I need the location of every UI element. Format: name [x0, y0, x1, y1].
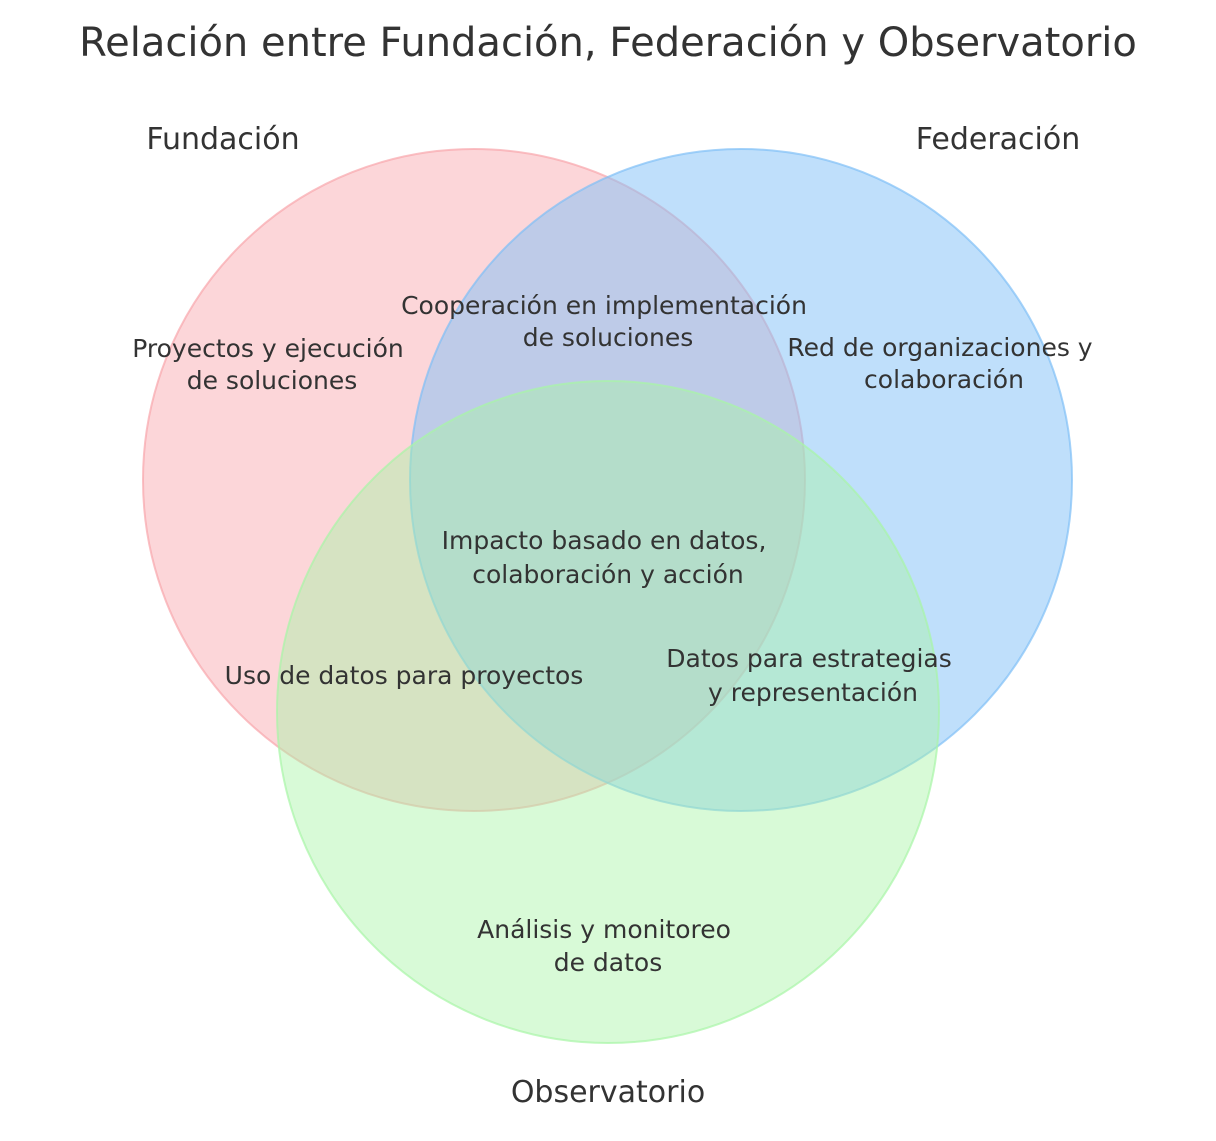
- region-federacion-only-line1: Red de organizaciones y: [787, 333, 1092, 362]
- region-fundacion-only: Proyectos y ejecución de soluciones: [132, 334, 411, 395]
- fundacion-label: Fundación: [146, 122, 299, 157]
- region-all-three: Impacto basado en datos, colaboración y …: [442, 526, 775, 589]
- region-all-three-line1: Impacto basado en datos,: [442, 526, 767, 555]
- region-fundacion-federacion: Cooperación en implementación de solucio…: [401, 291, 815, 352]
- region-observatorio-only-line1: Análisis y monitoreo: [477, 915, 731, 944]
- observatorio-label: Observatorio: [511, 1075, 705, 1110]
- federacion-circle: [409, 148, 1073, 812]
- region-observatorio-only-line2: de datos: [554, 948, 663, 977]
- region-fundacion-only-line1: Proyectos y ejecución: [132, 334, 404, 363]
- region-federacion-observatorio-line1: Datos para estrategias: [666, 644, 952, 673]
- diagram-title: Relación entre Fundación, Federación y O…: [79, 20, 1137, 66]
- region-fundacion-observatorio: Uso de datos para proyectos: [225, 661, 584, 690]
- region-fundacion-only-line2: de soluciones: [187, 366, 358, 395]
- region-federacion-observatorio-line2: y representación: [708, 678, 918, 707]
- region-observatorio-only: Análisis y monitoreo de datos: [477, 915, 739, 977]
- region-fundacion-federacion-line1: Cooperación en implementación: [401, 291, 807, 320]
- region-fundacion-federacion-line2: de soluciones: [523, 323, 694, 352]
- region-federacion-observatorio: Datos para estrategias y representación: [666, 644, 959, 707]
- observatorio-circle: [276, 380, 940, 1044]
- region-all-three-line2: colaboración y acción: [472, 560, 743, 589]
- federacion-label: Federación: [916, 122, 1081, 157]
- region-federacion-only: Red de organizaciones y colaboración: [787, 333, 1100, 394]
- region-federacion-only-line2: colaboración: [864, 365, 1024, 394]
